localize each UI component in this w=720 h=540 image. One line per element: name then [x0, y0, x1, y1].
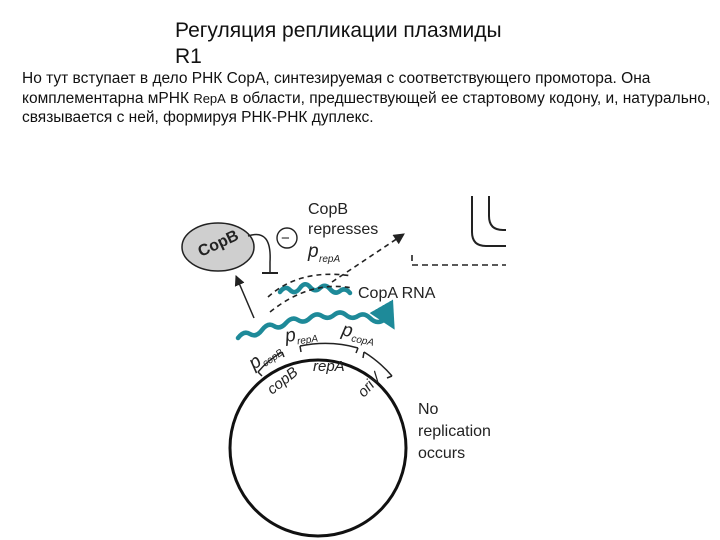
copb-repression-line — [247, 233, 271, 272]
title-line-1: Регуляция репликации плазмиды — [175, 19, 502, 42]
gene-brackets — [257, 342, 393, 379]
no-replication-line1: No — [418, 401, 439, 418]
copb-protein — [181, 222, 255, 272]
dashed-arc-inner — [269, 285, 353, 313]
slide-body-text: Но тут вступает в дело РНК CopA, синтези… — [22, 69, 712, 128]
dashed-arrow-to-next-panel — [331, 233, 405, 283]
minus-sign: − — [281, 230, 290, 247]
plasmid-circle — [228, 358, 408, 538]
adjacent-panel-fragment — [411, 196, 506, 266]
svg-text:p: p — [283, 325, 297, 347]
no-replication-line3: occurs — [418, 445, 465, 462]
body-text-repa: RepA — [193, 90, 226, 106]
svg-text:repA: repA — [319, 254, 340, 265]
slide-title: Регуляция репликации плазмиды R1 — [175, 18, 575, 70]
promoter-label-pcopb: p copB — [244, 347, 286, 375]
copb-represses-line2: represses — [308, 221, 378, 238]
copb-represses-line1: CopB — [308, 201, 348, 218]
copa-rna-label: CopA RNA — [358, 285, 436, 302]
svg-text:copA: copA — [350, 333, 375, 349]
minus-sign-circle — [276, 227, 298, 249]
svg-text:p: p — [339, 319, 355, 342]
body-text-part-2: в области, предшествующей ее стартовому … — [22, 89, 711, 127]
repa-mrna-wave — [235, 299, 395, 341]
gene-label-repa: repA — [313, 358, 345, 375]
title-line-2: R1 — [175, 45, 202, 68]
body-text-part-1: Но тут вступает в дело РНК CopA, синтези… — [22, 70, 651, 107]
gene-label-oriv: oriV — [354, 368, 386, 401]
svg-text:repA: repA — [296, 334, 319, 348]
svg-text:p: p — [307, 241, 319, 262]
promoter-label-prepa: p repA — [283, 325, 319, 348]
copa-rna-wave — [277, 282, 353, 296]
no-replication-line2: replication — [418, 423, 491, 440]
copb-expression-arrow — [234, 275, 255, 319]
promoter-label-pcopa: p copA — [339, 319, 375, 349]
copb-represses-promoter: p repA — [307, 241, 340, 265]
